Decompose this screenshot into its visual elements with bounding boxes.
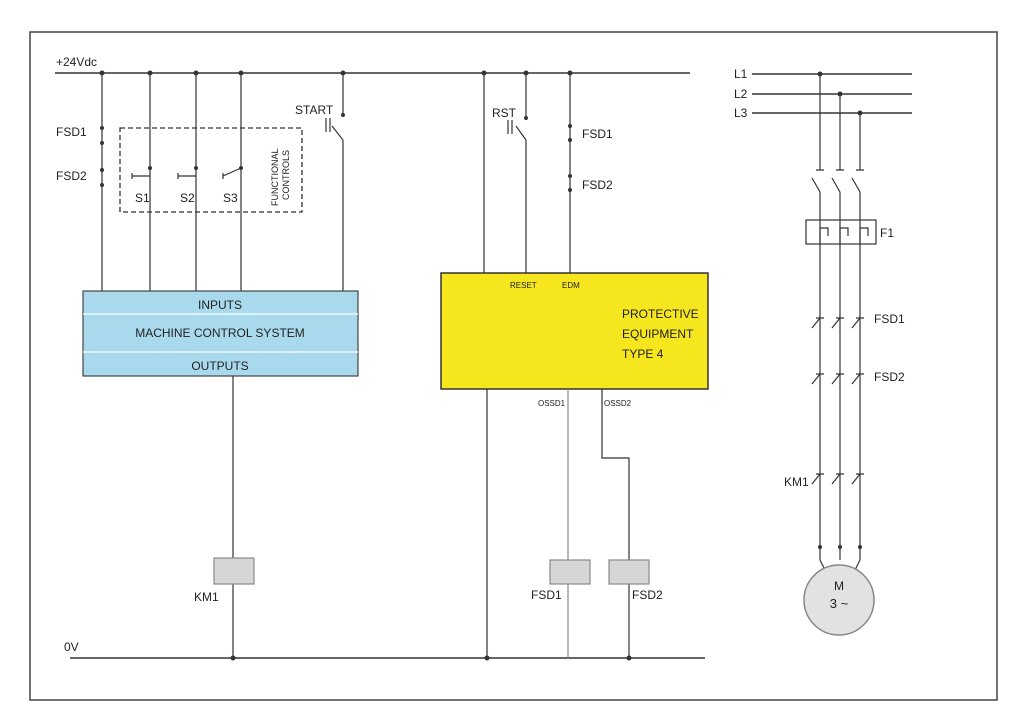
positive-rail-label: +24Vdc bbox=[56, 55, 97, 69]
edm-fsd2-label: FSD2 bbox=[582, 178, 613, 192]
power-fsd2-label: FSD2 bbox=[874, 370, 905, 384]
fsd2-coil-label: FSD2 bbox=[632, 588, 663, 602]
protective-equipment-block: RESET EDM PROTECTIVE EQUIPMENT TYPE 4 bbox=[440, 272, 709, 390]
fsd2-coil bbox=[608, 559, 650, 585]
power-km1-label: KM1 bbox=[784, 475, 809, 489]
fsd1-coil bbox=[549, 559, 591, 585]
f1-element-icon bbox=[819, 227, 869, 244]
motor-icon bbox=[803, 564, 875, 636]
rst-label: RST bbox=[492, 106, 517, 120]
l1-label: L1 bbox=[734, 67, 748, 81]
l3-label: L3 bbox=[734, 106, 748, 120]
fsd1-coil-label: FSD1 bbox=[531, 588, 562, 602]
s1-switch-icon bbox=[131, 173, 150, 179]
supply-rails: +24Vdc 0V bbox=[55, 55, 705, 659]
protective-branches: RST FSD1 FSD2 bbox=[481, 70, 613, 273]
km1-coil bbox=[213, 557, 255, 585]
s2-switch-icon bbox=[177, 173, 196, 179]
rst-button-icon bbox=[507, 120, 527, 141]
reset-terminal-label: RESET bbox=[510, 281, 537, 290]
fsd2-contact-label: FSD2 bbox=[56, 169, 87, 183]
zero-rail-label: 0V bbox=[64, 640, 79, 654]
s2-label: S2 bbox=[180, 191, 195, 205]
fsd1-contact-label: FSD1 bbox=[56, 125, 87, 139]
isolator-switch-icon bbox=[811, 177, 861, 193]
protective-body bbox=[440, 272, 709, 390]
edm-terminal-label: EDM bbox=[562, 281, 580, 290]
ossd1-label: OSSD1 bbox=[538, 399, 566, 408]
s3-switch-icon bbox=[222, 167, 242, 179]
s1-label: S1 bbox=[135, 191, 150, 205]
start-label: START bbox=[295, 103, 334, 117]
protective-line-1: PROTECTIVE bbox=[622, 307, 699, 321]
power-fsd1-label: FSD1 bbox=[874, 312, 905, 326]
functional-controls-label: FUNCTIONAL CONTROLS bbox=[270, 148, 291, 206]
fsd2-power-contacts-icon bbox=[811, 373, 861, 385]
l2-label: L2 bbox=[734, 87, 748, 101]
functional-controls-box bbox=[119, 127, 303, 213]
mcs-outputs-label: OUTPUTS bbox=[191, 359, 248, 373]
mcs-title: MACHINE CONTROL SYSTEM bbox=[135, 326, 305, 340]
machine-control-system-block: INPUTS MACHINE CONTROL SYSTEM OUTPUTS bbox=[82, 290, 359, 377]
edm-fsd1-label: FSD1 bbox=[582, 127, 613, 141]
km1-coil-label: KM1 bbox=[194, 590, 219, 604]
s3-label: S3 bbox=[223, 191, 238, 205]
protective-line-2: EQUIPMENT bbox=[622, 327, 694, 341]
svg-text:FUNCTIONAL: FUNCTIONAL bbox=[270, 148, 280, 206]
diagram-frame bbox=[29, 31, 998, 701]
ossd2-label: OSSD2 bbox=[604, 399, 632, 408]
svg-text:CONTROLS: CONTROLS bbox=[281, 150, 291, 200]
f1-label: F1 bbox=[880, 226, 894, 240]
fsd1-power-contacts-icon bbox=[811, 317, 861, 329]
mcs-inputs-label: INPUTS bbox=[198, 298, 242, 312]
f1-block bbox=[805, 219, 877, 245]
power-circuit: L1 L2 L3 F1 FSD1 FSD2 KM1 bbox=[734, 67, 912, 636]
control-input-branches: FSD1 FSD2 S1 S2 S3 FUNCTIONAL CONTROLS S… bbox=[56, 70, 346, 291]
motor-sub-label: 3 ~ bbox=[830, 596, 849, 611]
motor-label: M bbox=[834, 579, 844, 593]
start-button-icon bbox=[325, 118, 344, 141]
protective-line-3: TYPE 4 bbox=[622, 347, 664, 361]
mcs-body bbox=[82, 290, 359, 377]
km1-power-contacts-icon bbox=[811, 473, 861, 485]
